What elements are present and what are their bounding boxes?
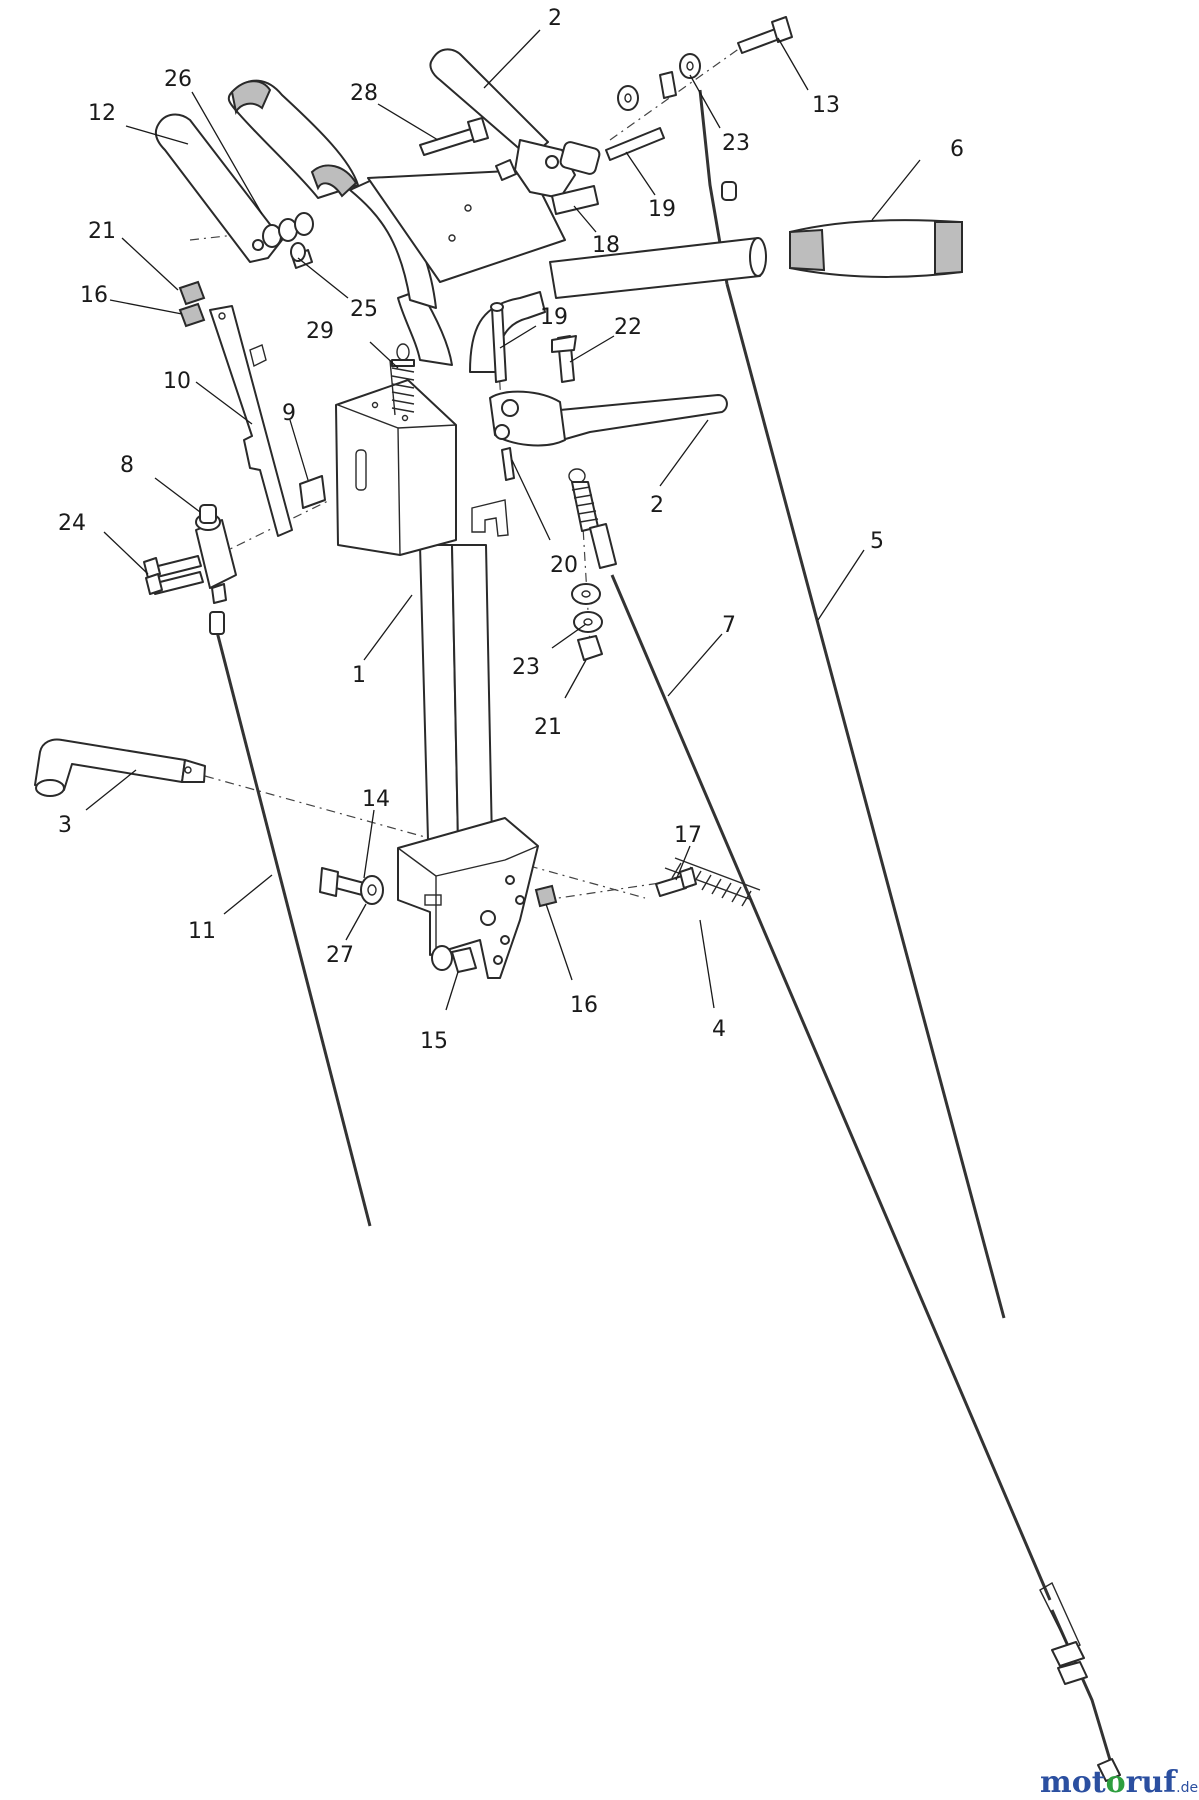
fasteners [143, 16, 793, 973]
cable-11 [212, 619, 372, 1227]
clip-9 [299, 475, 326, 509]
callout-24: 24 [58, 511, 86, 536]
callout-6: 6 [950, 137, 964, 162]
callout-12: 12 [88, 101, 116, 126]
callout-20: 20 [550, 553, 578, 578]
callout-3: 3 [58, 813, 72, 838]
callout-13: 13 [812, 93, 840, 118]
cable-7 [610, 574, 1052, 1601]
callout-14: 14 [362, 787, 390, 812]
callout-19-right: 19 [540, 305, 568, 330]
callout-7: 7 [722, 613, 736, 638]
callout-21-lower: 21 [534, 715, 562, 740]
leader-lines [85, 29, 921, 1011]
callout-2-top: 2 [548, 6, 562, 31]
callout-2-right: 2 [650, 493, 664, 518]
callout-16-left: 16 [80, 283, 108, 308]
watermark-logo: motoruf.de [1040, 1765, 1198, 1800]
watermark-text-b: o [1106, 1765, 1126, 1800]
watermark-suffix: .de [1176, 1780, 1198, 1796]
link-plate-10 [209, 305, 293, 537]
callout-1: 1 [352, 663, 366, 688]
cable-5 [725, 283, 1006, 1319]
callout-numbers: 2 26 28 13 12 23 6 21 19 18 16 25 19 22 … [58, 6, 964, 1054]
switch-8 [195, 504, 237, 635]
callout-18: 18 [592, 233, 620, 258]
callout-11: 11 [188, 919, 216, 944]
callout-4: 4 [712, 1017, 726, 1042]
callout-15: 15 [420, 1029, 448, 1054]
cable-7-spring [568, 468, 617, 569]
callout-23-lower: 23 [512, 655, 540, 680]
watermark-text-a: mot [1040, 1765, 1106, 1800]
callout-17: 17 [674, 823, 702, 848]
callout-19-top: 19 [648, 197, 676, 222]
callout-21-left: 21 [88, 219, 116, 244]
callout-16-lower: 16 [570, 993, 598, 1018]
callout-5: 5 [870, 529, 884, 554]
spring-29 [389, 343, 415, 416]
lever-12 [154, 113, 283, 263]
watermark-text-c: ruf [1126, 1765, 1179, 1800]
callout-8: 8 [120, 453, 134, 478]
grips [227, 79, 963, 278]
cables [212, 89, 1121, 1782]
handle-frame [335, 169, 767, 979]
callout-25: 25 [350, 297, 378, 322]
callout-10: 10 [163, 369, 191, 394]
crank-3 [34, 738, 206, 797]
callout-29: 29 [306, 319, 334, 344]
callout-9: 9 [282, 401, 296, 426]
lever-2-right [559, 394, 728, 441]
callout-23-top: 23 [722, 131, 750, 156]
callout-27: 27 [326, 943, 354, 968]
svg-text:motoruf.de: motoruf.de [1040, 1765, 1198, 1800]
callout-28: 28 [350, 81, 378, 106]
springs [389, 343, 761, 907]
callout-26: 26 [164, 67, 192, 92]
callout-22: 22 [614, 315, 642, 340]
